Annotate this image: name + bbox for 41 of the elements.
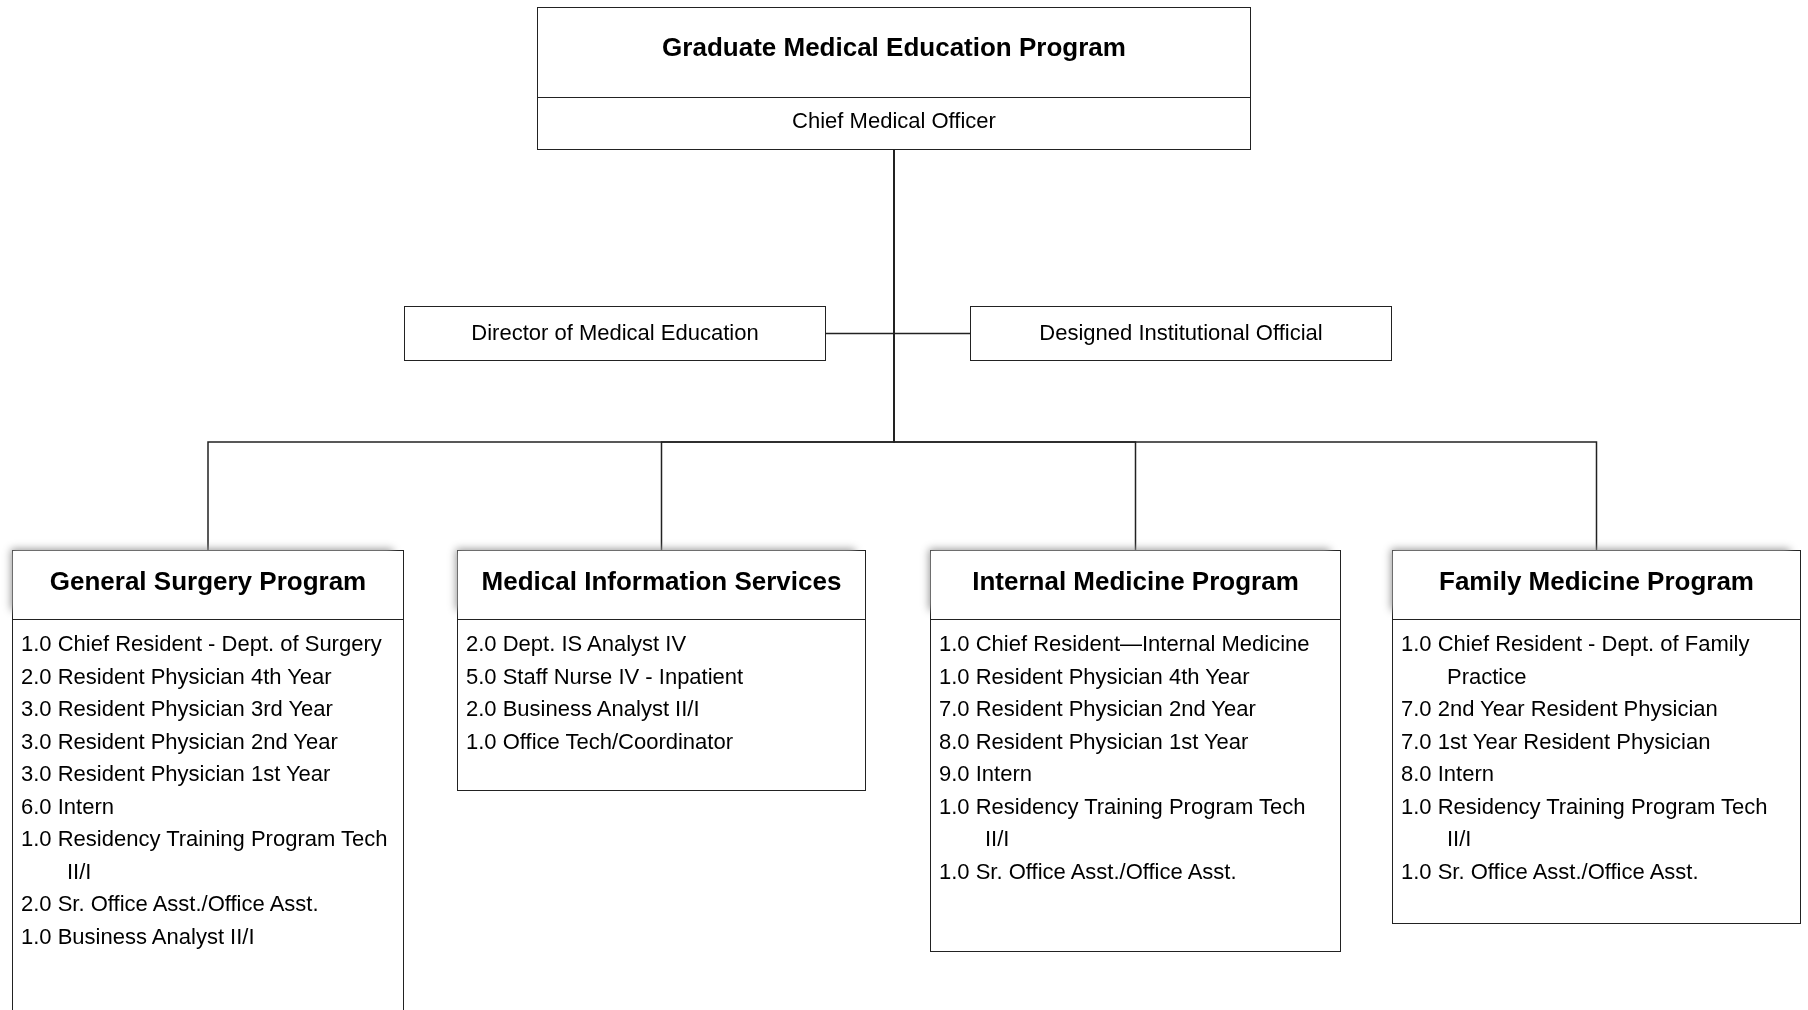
program-box [1392, 550, 1801, 924]
staff-position: 1.0 Office Tech/Coordinator [465, 727, 734, 756]
program-box [12, 550, 404, 1010]
staff-position: 1.0 Residency Training Program Tech II/I [938, 792, 1307, 853]
staff-position: 2.0 Resident Physician 4th Year [20, 662, 333, 691]
staff-position: 7.0 Resident Physician 2nd Year [938, 695, 1257, 723]
staff-position: 1.0 Sr. Office Asst./Office Asst. [938, 857, 1238, 886]
staff-position: 1.0 Residency Training Program Tech II/I [20, 825, 389, 886]
staff-position: 7.0 1st Year Resident Physician [1400, 727, 1712, 756]
staff-position: 9.0 Intern [938, 760, 1033, 788]
staff-position: 1.0 Residency Training Program Tech II/I [1400, 792, 1769, 853]
role-box [404, 306, 826, 361]
staff-position: 2.0 Dept. IS Analyst IV [465, 630, 688, 658]
staff-position: 2.0 Sr. Office Asst./Office Asst. [20, 890, 320, 918]
staff-position: 1.0 Resident Physician 4th Year [938, 662, 1251, 691]
staff-position: 3.0 Resident Physician 2nd Year [20, 727, 339, 756]
staff-position: 2.0 Business Analyst II/I [465, 695, 701, 723]
program-title: General Surgery Program [13, 551, 403, 620]
staff-position: 3.0 Resident Physician 3rd Year [20, 695, 334, 723]
box-title: Graduate Medical Education Program [538, 8, 1250, 98]
staff-position: 1.0 Sr. Office Asst./Office Asst. [1400, 857, 1700, 886]
role-label: Director of Medical Education [470, 319, 760, 346]
staff-position: 1.0 Chief Resident—Internal Medicine [938, 630, 1311, 658]
staff-position: 1.0 Chief Resident - Dept. of Family Practice [1400, 630, 1751, 691]
program-box [457, 550, 866, 791]
program-title: Medical Information Services [458, 551, 865, 620]
staff-position: 1.0 Business Analyst II/I [20, 922, 256, 951]
role-box [970, 306, 1392, 361]
staff-position: 1.0 Chief Resident - Dept. of Surgery [20, 630, 383, 658]
staff-position: 7.0 2nd Year Resident Physician [1400, 695, 1719, 723]
program-box [537, 7, 1251, 150]
staff-position: 3.0 Resident Physician 1st Year [20, 760, 332, 788]
role-label: Chief Medical Officer [791, 107, 997, 134]
program-box [930, 550, 1341, 952]
staff-position: 8.0 Resident Physician 1st Year [938, 727, 1250, 756]
program-title: Family Medicine Program [1393, 551, 1800, 620]
program-title: Internal Medicine Program [931, 551, 1340, 620]
staff-position: 6.0 Intern [20, 792, 115, 821]
staff-position: 8.0 Intern [1400, 760, 1495, 788]
role-label: Designed Institutional Official [1038, 319, 1324, 346]
staff-position: 5.0 Staff Nurse IV - Inpatient [465, 662, 745, 691]
